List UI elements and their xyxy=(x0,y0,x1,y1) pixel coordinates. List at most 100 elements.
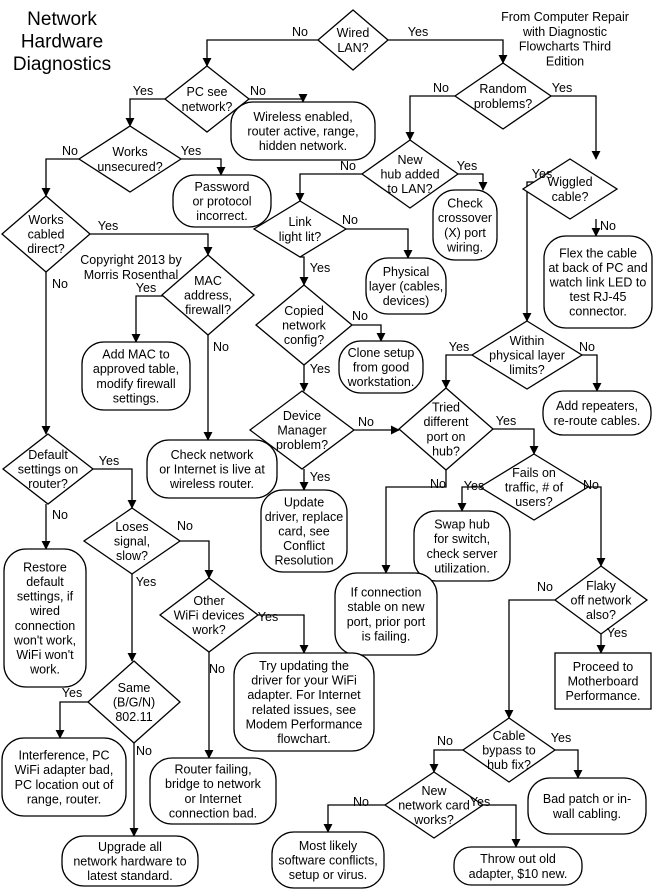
node-router-failing xyxy=(149,757,277,825)
node-line: Most likely xyxy=(299,839,358,853)
node-line: MAC xyxy=(194,274,222,288)
edge-label-yes: Yes xyxy=(133,84,153,98)
node-line: unsecured? xyxy=(97,160,162,174)
source-note-line: Flowcharts Third xyxy=(519,40,611,54)
node-line: or protocol xyxy=(192,195,251,209)
edge-label-no: No xyxy=(62,144,78,158)
edge-within-limits-to-tried-port xyxy=(441,354,472,389)
edge-new-hub-to-check-crossover xyxy=(458,173,488,191)
node-wired-lan xyxy=(317,9,389,71)
node-line: (X) port xyxy=(444,226,486,240)
edge-label-no: No xyxy=(358,415,374,429)
node-line: or Internet xyxy=(185,792,243,806)
edge-label-no: No xyxy=(600,219,616,233)
edge-label-no: No xyxy=(430,477,446,491)
node-line: settings. xyxy=(113,391,160,405)
node-line: connection xyxy=(15,619,76,633)
node-label-wireless-enabled: Wireless enabled,router active, range,hi… xyxy=(247,110,358,153)
edge-wired-lan-to-random-problems xyxy=(388,39,508,64)
node-line: Loses xyxy=(115,520,148,534)
edge-label-yes: Yes xyxy=(532,167,552,181)
node-line: Proceed to xyxy=(573,660,634,674)
node-line: settings, if xyxy=(17,590,74,604)
node-line: Default xyxy=(28,448,68,462)
node-line: network hardware to xyxy=(73,855,186,869)
node-line: Link xyxy=(289,215,313,229)
edge-label-no: No xyxy=(177,519,193,533)
node-wiggled-cable xyxy=(521,158,619,220)
node-motherboard xyxy=(554,652,652,710)
edge-fails-traffic-to-flaky xyxy=(588,486,606,567)
edge-pc-see-network-to-works-unsecured xyxy=(125,98,165,127)
edge-random-problems-to-wiggled-cable xyxy=(551,95,601,160)
node-line: default xyxy=(26,575,64,589)
node-line: Cable xyxy=(493,729,526,743)
node-line: at back of PC and xyxy=(548,261,647,275)
edge-label-yes: Yes xyxy=(551,731,571,745)
node-within-limits xyxy=(470,320,584,390)
node-pc-see-network xyxy=(163,65,251,133)
node-line: problems? xyxy=(474,97,532,111)
node-interference xyxy=(1,737,127,817)
edge-default-settings-to-loses-signal xyxy=(93,468,137,509)
node-line: New xyxy=(421,784,447,798)
node-line: range, router. xyxy=(27,792,101,806)
node-line: Throw out old xyxy=(480,852,556,866)
node-line: Random xyxy=(479,82,526,96)
node-line: Try updating the xyxy=(259,659,349,673)
node-line: check server xyxy=(427,547,498,561)
edge-new-card-to-most-likely xyxy=(323,804,385,833)
node-line: wiring. xyxy=(446,240,483,254)
edge-same-standard-to-interference xyxy=(55,701,88,739)
node-line: adapter, $10 new. xyxy=(469,867,568,881)
node-line: Upgrade all xyxy=(98,840,162,854)
node-link-light xyxy=(252,200,348,258)
node-label-same-standard: Same(B/G/N)802.11 xyxy=(113,681,155,724)
edge-within-limits-to-add-repeaters xyxy=(582,354,602,392)
edge-label-yes: Yes xyxy=(310,261,330,275)
node-line: utilization. xyxy=(434,561,490,575)
node-copied-config xyxy=(254,284,354,366)
node-line: workstation. xyxy=(347,375,415,389)
node-line: Tried xyxy=(432,401,460,415)
node-line: signal, xyxy=(114,535,150,549)
node-line: Flaky xyxy=(586,579,617,593)
node-line: latest standard. xyxy=(87,869,172,883)
edge-label-yes: Yes xyxy=(136,281,156,295)
node-line: Other xyxy=(193,594,224,608)
edge-link-light-to-physical-layer xyxy=(346,228,413,259)
edge-label-yes: Yes xyxy=(98,219,118,233)
edge-label-no: No xyxy=(213,340,229,354)
node-line: flowchart. xyxy=(277,732,331,746)
node-flex-cable xyxy=(543,235,653,329)
node-line: If connection xyxy=(351,586,422,600)
node-line: hidden network. xyxy=(259,139,347,153)
source-note-line: Edition xyxy=(546,54,584,68)
page-title-line: Diagnostics xyxy=(13,54,111,75)
node-label-add-repeaters: Add repeaters,re-route cables. xyxy=(554,399,641,428)
node-check-network xyxy=(146,439,278,499)
edge-label-yes: Yes xyxy=(258,610,278,624)
node-line: network xyxy=(282,319,327,333)
node-line: Swap hub xyxy=(434,518,490,532)
node-line: bypass to xyxy=(482,744,536,758)
node-line: Device xyxy=(283,409,321,423)
edge-label-no: No xyxy=(433,81,449,95)
node-line: New xyxy=(397,153,423,167)
node-line: crossover xyxy=(438,211,492,225)
node-random-problems xyxy=(453,62,553,130)
edge-wired-lan-to-pc-see-network xyxy=(202,39,318,67)
